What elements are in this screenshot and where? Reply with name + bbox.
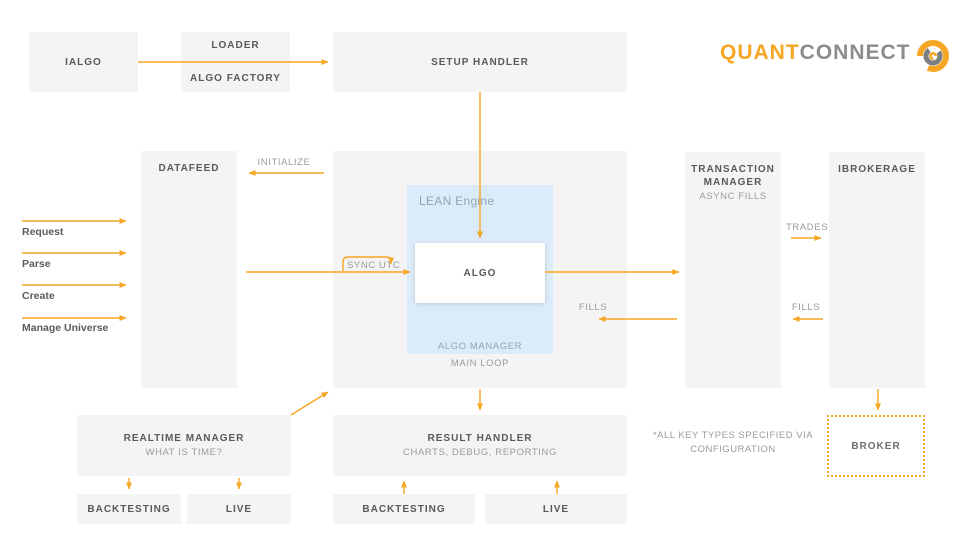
quantconnect-logo: QUANTCONNECT — [720, 36, 955, 76]
broker-box: BROKER — [827, 415, 925, 477]
algo-box: ALGO — [415, 243, 545, 303]
backtesting-left-title: BACKTESTING — [87, 503, 171, 515]
realtime-manager-subtitle: WHAT IS TIME? — [145, 447, 223, 458]
transaction-manager-box: TRANSACTION MANAGER ASYNC FILLS — [685, 152, 781, 388]
setup-handler-box: SETUP HANDLER — [333, 32, 627, 92]
broker-title: BROKER — [851, 440, 901, 452]
fills-center-label: FILLS — [578, 302, 608, 313]
live-right-box: LIVE — [485, 494, 627, 524]
arrow-realtime-to-engine — [290, 391, 329, 416]
logo-connect-text: CONNECT — [799, 41, 911, 64]
algo-title: ALGO — [463, 267, 497, 279]
realtime-manager-title: REALTIME MANAGER — [123, 433, 245, 444]
ialgo-title: IALGO — [65, 56, 102, 68]
backtesting-right-box: BACKTESTING — [333, 494, 475, 524]
request-label: Request — [22, 226, 64, 238]
realtime-manager-box: REALTIME MANAGER WHAT IS TIME? — [77, 415, 291, 476]
transaction-manager-subtitle: ASYNC FILLS — [699, 191, 767, 202]
algo-factory-title: ALGO FACTORY — [190, 73, 281, 84]
main-loop-label: MAIN LOOP — [450, 358, 510, 369]
manage-universe-label: Manage Universe — [22, 322, 109, 334]
loader-title: LOADER — [211, 40, 260, 51]
quantconnect-swirl-icon — [916, 40, 949, 72]
ialgo-box: IALGO — [29, 32, 138, 92]
sync-utc-label: SYNC UTC — [347, 260, 401, 271]
logo-quant-text: QUANT — [720, 41, 800, 64]
create-label: Create — [22, 290, 55, 302]
lean-engine-label: LEAN Engine — [419, 194, 495, 208]
ibrokerage-box: IBROKERAGE — [829, 152, 925, 388]
algo-manager-label: ALGO MANAGER — [437, 341, 523, 352]
footnote-line1: *ALL KEY TYPES SPECIFIED VIA — [652, 430, 814, 441]
fills-right-label: FILLS — [791, 302, 821, 313]
backtesting-right-title: BACKTESTING — [362, 503, 446, 515]
quantconnect-logo-text: QUANTCONNECT — [720, 36, 911, 70]
live-left-box: LIVE — [187, 494, 291, 524]
initialize-label: INITIALIZE — [257, 157, 311, 168]
loader-algo-factory-box: LOADER ALGO FACTORY — [181, 32, 290, 92]
datafeed-box: DATAFEED — [141, 151, 237, 388]
datafeed-title: DATAFEED — [158, 163, 220, 174]
ibrokerage-title: IBROKERAGE — [838, 164, 916, 175]
backtesting-left-box: BACKTESTING — [77, 494, 181, 524]
live-left-title: LIVE — [225, 503, 253, 515]
footnote-line2: CONFIGURATION — [690, 444, 776, 455]
live-right-title: LIVE — [542, 503, 570, 515]
setup-handler-title: SETUP HANDLER — [431, 56, 529, 68]
transaction-manager-title: TRANSACTION MANAGER — [691, 164, 775, 188]
result-handler-box: RESULT HANDLER CHARTS, DEBUG, REPORTING — [333, 415, 627, 476]
result-handler-subtitle: CHARTS, DEBUG, REPORTING — [403, 447, 557, 458]
parse-label: Parse — [22, 258, 51, 270]
configuration-footnote: *ALL KEY TYPES SPECIFIED VIA CONFIGURATI… — [650, 429, 816, 457]
trades-label: TRADES — [786, 222, 829, 233]
result-handler-title: RESULT HANDLER — [427, 433, 533, 444]
